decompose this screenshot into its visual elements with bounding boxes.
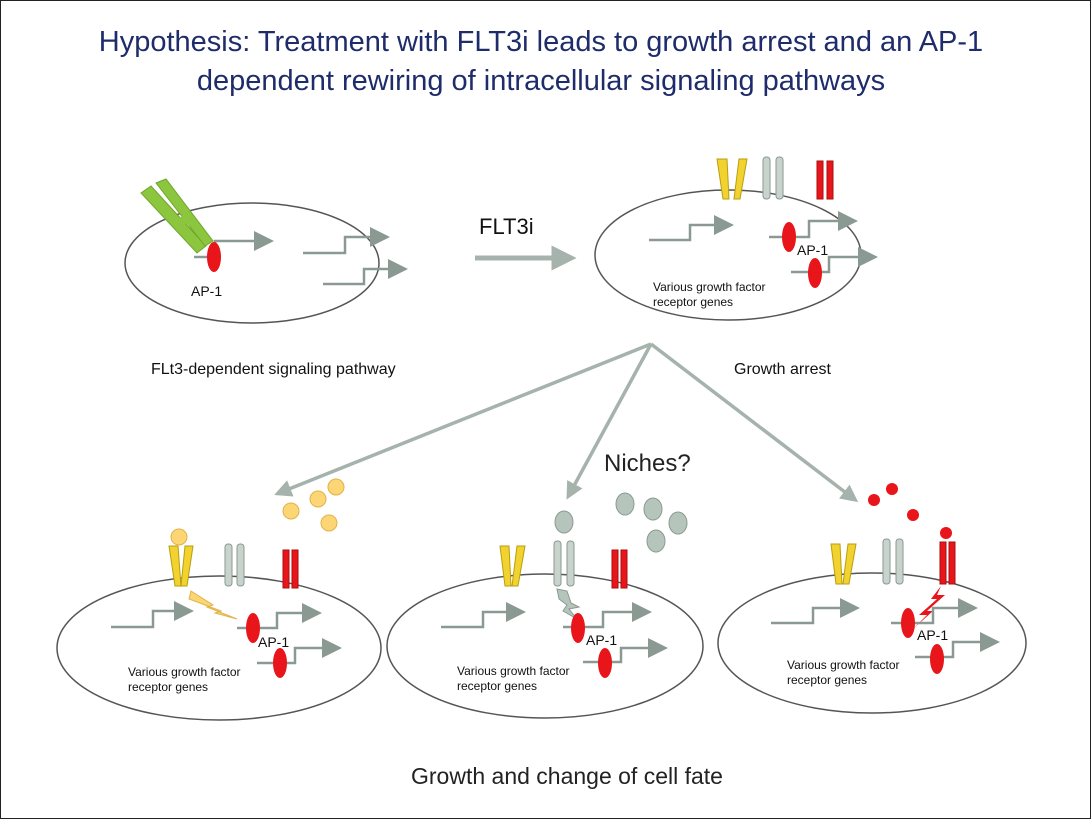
yellow-receptor-icon <box>499 545 526 587</box>
red-receptor-icon <box>816 160 834 200</box>
cell-membrane <box>386 573 704 719</box>
bound-red-ligand <box>940 527 952 539</box>
gray-receptor-icon <box>224 543 245 587</box>
gene-arrow <box>303 227 390 255</box>
cell-membrane <box>124 202 380 324</box>
gene-arrow <box>441 602 526 629</box>
ap1-factor-icon <box>808 258 822 288</box>
cell-flt3-dependent: AP-1 FLt3-dependent signaling pathway <box>124 178 408 378</box>
slide-title: Hypothesis: Treatment with FLT3i leads t… <box>61 23 1021 101</box>
gene-arrow <box>649 215 734 242</box>
genes-label-line-1: Various growth factor <box>787 658 900 672</box>
arrow-to-left-niche <box>274 342 652 497</box>
ap1-factor-icon <box>246 613 260 643</box>
yellow-receptor-icon <box>168 545 194 587</box>
ap1-factor-icon <box>571 613 585 643</box>
gene-arrow <box>111 601 194 629</box>
signal-bolt-icon <box>188 590 238 620</box>
bound-gray-ligand <box>554 510 574 534</box>
yellow-receptor-icon <box>716 158 748 200</box>
niches-label: Niches? <box>604 450 691 477</box>
cell-yellow-niche: AP-1 Various growth factor receptor gene… <box>56 528 382 721</box>
red-receptor-icon <box>282 549 299 589</box>
cell-red-niche: AP-1 Various growth factor receptor gene… <box>717 527 1027 714</box>
flt3-pathway-label: FLt3-dependent signaling pathway <box>151 361 396 378</box>
diverging-arrows <box>274 342 859 503</box>
treatment-label: FLT3i <box>479 214 534 239</box>
ap1-factor-icon <box>901 608 915 638</box>
ap1-factor-icon <box>598 648 612 678</box>
signal-bolt-icon <box>913 586 945 629</box>
cell-growth-arrest: AP-1 Various growth factor receptor gene… <box>594 156 878 378</box>
genes-label-line-2: receptor genes <box>457 679 537 693</box>
red-ligands <box>868 483 919 521</box>
gray-receptor-icon <box>762 156 784 200</box>
red-receptor-icon <box>611 549 628 589</box>
title-line-2: dependent rewiring of intracellular sign… <box>196 65 886 97</box>
arrow-to-center-niche <box>566 343 653 500</box>
genes-label-line-2: receptor genes <box>128 680 208 694</box>
genes-label-line-2: receptor genes <box>653 295 733 309</box>
ap1-label: AP-1 <box>586 632 617 648</box>
ap1-label: AP-1 <box>797 242 828 258</box>
cell-gray-niche: AP-1 Various growth factor receptor gene… <box>386 510 704 719</box>
signal-bolt-icon <box>556 588 581 620</box>
footer-caption: Growth and change of cell fate <box>411 763 723 789</box>
ap1-factor-icon <box>782 222 796 252</box>
growth-arrest-label: Growth arrest <box>734 361 831 378</box>
ap1-factor-icon <box>273 648 287 678</box>
gray-receptor-icon <box>882 538 904 585</box>
arrow-to-right-niche <box>649 342 859 503</box>
ap1-label: AP-1 <box>191 283 222 299</box>
red-receptor-icon <box>939 541 956 585</box>
yellow-receptor-icon <box>830 543 857 585</box>
gene-arrow <box>771 598 860 625</box>
bound-yellow-ligand <box>170 528 188 546</box>
genes-label-line-1: Various growth factor <box>128 665 241 679</box>
ap1-label: AP-1 <box>258 634 289 650</box>
yellow-ligands <box>282 478 345 532</box>
title-line-1: Hypothesis: Treatment with FLT3i leads t… <box>98 26 984 58</box>
flt3-ligand-icon <box>140 178 214 254</box>
ap1-label: AP-1 <box>917 627 948 643</box>
ap1-factor-icon <box>930 644 944 674</box>
genes-label-line-2: receptor genes <box>787 673 867 687</box>
gene-arrow <box>323 259 408 286</box>
gray-receptor-icon <box>553 540 575 587</box>
genes-label-line-1: Various growth factor <box>457 664 570 678</box>
genes-label-line-1: Various growth factor <box>653 280 766 294</box>
gray-ligands <box>615 492 688 553</box>
ap1-factor-icon <box>207 242 221 272</box>
